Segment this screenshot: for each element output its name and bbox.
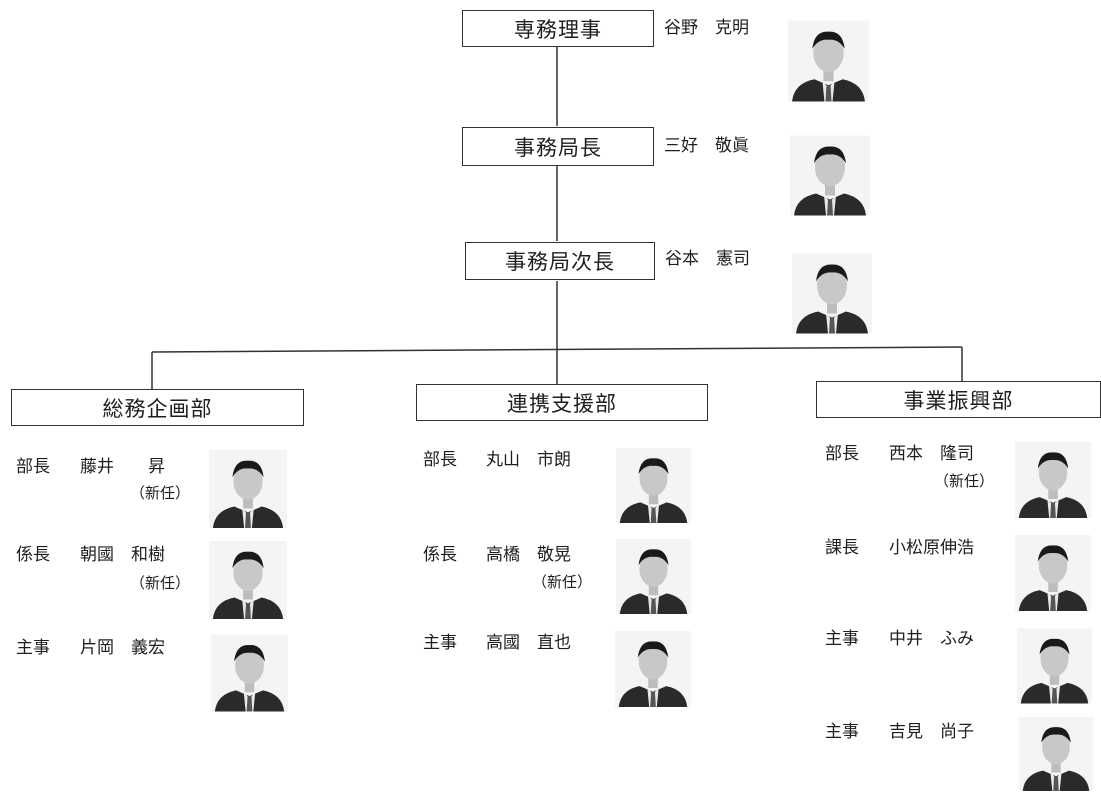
- portrait-photo: [1015, 437, 1091, 523]
- member-name: 藤井 昇: [80, 457, 165, 477]
- dept-box-renkei: 連携支援部: [416, 384, 708, 421]
- member-role: 主事: [423, 633, 457, 653]
- dept-title: 連携支援部: [507, 391, 617, 416]
- member-note: （新任）: [934, 472, 995, 490]
- member-name: 西本 隆司: [889, 444, 974, 464]
- portrait-photo: [788, 17, 869, 105]
- top-box-jimukyokucho: 事務局長: [462, 127, 654, 166]
- member-name: 高國 直也: [486, 633, 571, 653]
- top-box-jicho: 事務局次長: [465, 242, 655, 280]
- member-name: 片岡 義宏: [80, 638, 165, 658]
- portrait-photo: [209, 447, 287, 531]
- portrait-photo: [616, 444, 691, 527]
- member-note: （新任）: [130, 484, 191, 502]
- member-role: 部長: [423, 450, 457, 470]
- dept-box-soumu: 総務企画部: [11, 389, 304, 426]
- dept-box-jigyo: 事業振興部: [816, 381, 1101, 418]
- member-role: 主事: [16, 638, 50, 658]
- member-name: 小松原伸浩: [889, 538, 974, 558]
- member-note: （新任）: [130, 574, 191, 592]
- top-box-senmu: 専務理事: [462, 10, 654, 47]
- person-name: 谷本 憲司: [665, 249, 750, 269]
- member-role: 部長: [825, 444, 859, 464]
- portrait-photo: [1019, 716, 1093, 792]
- top-title: 事務局次長: [505, 250, 615, 274]
- person-name: 谷野 克明: [664, 18, 749, 38]
- person-name: 三好 敬眞: [664, 136, 749, 156]
- member-name: 高橋 敬晃: [486, 545, 571, 565]
- portrait-photo: [792, 251, 872, 336]
- member-name: 丸山 市朗: [486, 450, 571, 470]
- portrait-photo: [1015, 530, 1091, 616]
- member-role: 係長: [423, 545, 457, 565]
- top-title: 専務理事: [514, 17, 602, 42]
- dept-title: 事業振興部: [903, 388, 1014, 413]
- member-role: 部長: [16, 457, 50, 477]
- member-name: 吉見 尚子: [889, 722, 974, 742]
- member-note: （新任）: [532, 573, 593, 591]
- portrait-photo: [616, 534, 691, 619]
- portrait-photo: [209, 537, 287, 623]
- dept-title: 総務企画部: [102, 396, 213, 421]
- member-role: 主事: [825, 629, 859, 649]
- portrait-photo: [790, 130, 870, 221]
- portrait-photo: [211, 630, 288, 716]
- top-title: 事務局長: [514, 135, 602, 160]
- portrait-photo: [1017, 624, 1092, 708]
- member-name: 朝國 和樹: [80, 545, 165, 565]
- portrait-photo: [615, 627, 691, 711]
- member-role: 主事: [825, 722, 859, 742]
- member-role: 課長: [825, 538, 859, 558]
- member-name: 中井 ふみ: [889, 629, 974, 649]
- member-role: 係長: [16, 545, 50, 565]
